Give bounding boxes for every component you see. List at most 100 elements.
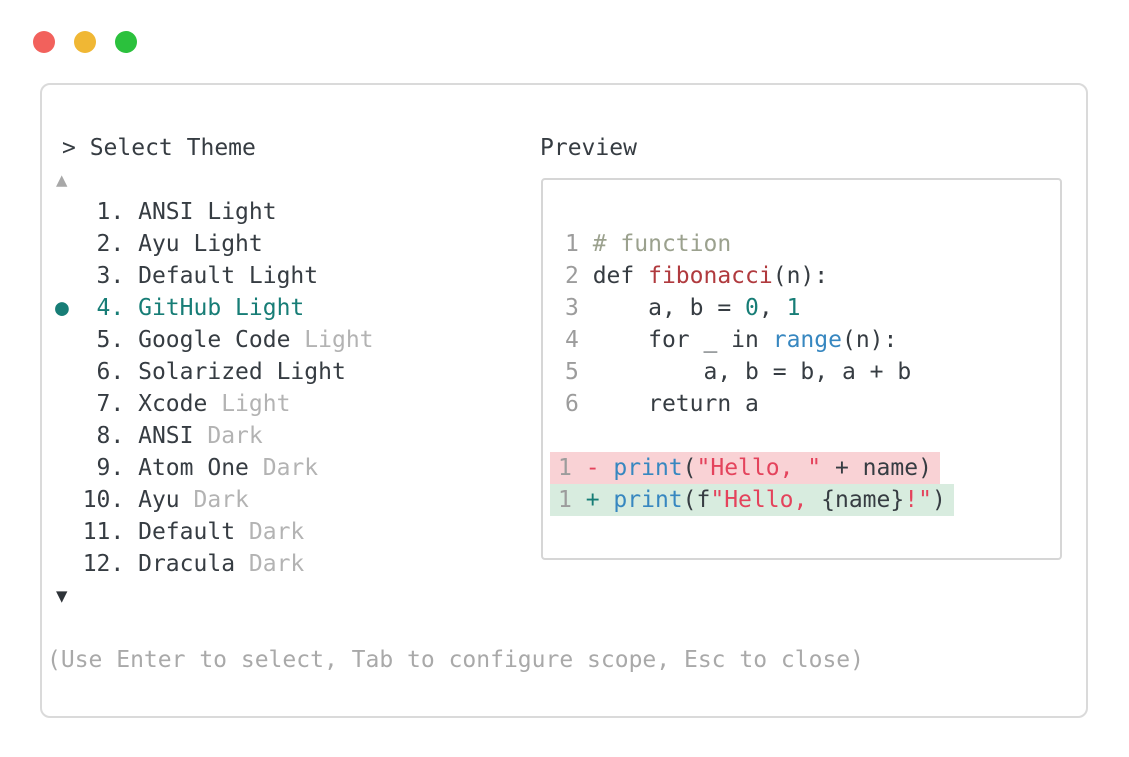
code-token: 0	[745, 295, 759, 321]
theme-name: Atom One	[138, 455, 249, 481]
code-token: + name)	[821, 455, 932, 481]
theme-number: 11.	[68, 519, 139, 545]
theme-item-ansi[interactable]: 8. ANSI Dark	[55, 420, 374, 452]
theme-suffix: Light	[207, 391, 291, 417]
window-controls	[33, 31, 137, 53]
scroll-up-icon[interactable]: ▲	[56, 169, 68, 191]
theme-item-ayu[interactable]: 10. Ayu Dark	[55, 484, 374, 516]
line-number: 2	[565, 263, 593, 289]
code-token: !"	[904, 487, 932, 513]
theme-number: 7.	[68, 391, 139, 417]
code-token: )	[931, 487, 946, 513]
theme-number: 4.	[68, 295, 139, 321]
select-theme-prompt: > Select Theme	[62, 135, 256, 161]
code-token: (f	[682, 487, 711, 513]
theme-name: Dracula	[138, 551, 236, 577]
code-line: 6 return a	[543, 388, 1060, 420]
theme-name: Default	[138, 519, 236, 545]
bullet-placeholder	[55, 199, 69, 225]
code-token: -	[585, 455, 614, 481]
code-token: return a	[592, 391, 759, 417]
theme-name: ANSI	[138, 423, 194, 449]
theme-suffix: Light	[290, 327, 374, 353]
zoom-button[interactable]	[115, 31, 137, 53]
theme-name: Ayu	[138, 487, 180, 513]
code-token: (n):	[772, 263, 829, 289]
theme-item-ansi-light[interactable]: 1. ANSI Light	[55, 196, 374, 228]
theme-name: GitHub Light	[138, 295, 305, 321]
line-number: 3	[565, 295, 593, 321]
code-token: for _ in	[592, 327, 773, 353]
bullet-placeholder	[55, 263, 69, 289]
bullet-placeholder	[55, 327, 69, 353]
code-line: 5 a, b = b, a + b	[543, 356, 1060, 388]
theme-suffix: Dark	[179, 487, 249, 513]
code-token: (n):	[841, 327, 898, 353]
bullet-placeholder	[55, 551, 69, 577]
code-token: ,	[758, 295, 787, 321]
theme-item-atom-one[interactable]: 9. Atom One Dark	[55, 452, 374, 484]
theme-list: 1. ANSI Light 2. Ayu Light 3. Default Li…	[55, 196, 374, 580]
bullet-placeholder	[55, 391, 69, 417]
bullet-placeholder	[55, 487, 69, 513]
line-number: 4	[565, 327, 593, 353]
theme-suffix: Dark	[235, 551, 305, 577]
theme-item-ayu-light[interactable]: 2. Ayu Light	[55, 228, 374, 260]
diff-highlight-added: 1 + print(f"Hello, {name}!")	[550, 484, 954, 516]
code-token: +	[585, 487, 614, 513]
minimize-button[interactable]	[74, 31, 96, 53]
theme-number: 8.	[68, 423, 139, 449]
theme-name: Google Code	[138, 327, 291, 353]
theme-name: Xcode	[138, 391, 208, 417]
code-line: 4 for _ in range(n):	[543, 324, 1060, 356]
bullet-placeholder	[55, 359, 69, 385]
theme-number: 12.	[68, 551, 139, 577]
theme-suffix: Dark	[248, 455, 319, 481]
code-token: 1	[786, 295, 801, 321]
code-token: print	[613, 487, 683, 513]
close-button[interactable]	[33, 31, 55, 53]
theme-suffix: Dark	[193, 423, 263, 449]
line-number: 1	[558, 487, 586, 513]
theme-number: 3.	[68, 263, 139, 289]
line-number: 6	[565, 391, 593, 417]
code-line: 1 # function	[543, 228, 1060, 260]
theme-name: Ayu Light	[138, 231, 263, 257]
theme-suffix: Dark	[235, 519, 305, 545]
scroll-down-icon[interactable]: ▼	[56, 585, 68, 607]
code-line: 2 def fibonacci(n):	[543, 260, 1060, 292]
code-token: # function	[592, 231, 732, 257]
theme-item-solarized-light[interactable]: 6. Solarized Light	[55, 356, 374, 388]
keyboard-hint: (Use Enter to select, Tab to configure s…	[47, 647, 864, 673]
code-token: fibonacci	[648, 263, 773, 289]
line-number: 1	[558, 455, 586, 481]
code-token: (	[682, 455, 697, 481]
bullet-placeholder	[55, 455, 69, 481]
theme-item-github-light[interactable]: ● 4. GitHub Light	[55, 292, 374, 324]
bullet-placeholder	[55, 231, 69, 257]
theme-item-xcode[interactable]: 7. Xcode Light	[55, 388, 374, 420]
theme-name: Solarized Light	[138, 359, 346, 385]
theme-number: 9.	[68, 455, 139, 481]
theme-item-default-light[interactable]: 3. Default Light	[55, 260, 374, 292]
diff-line-removed: 1 - print("Hello, " + name)	[543, 452, 1060, 484]
code-token: a, b = b, a + b	[592, 359, 912, 385]
theme-item-default[interactable]: 11. Default Dark	[55, 516, 374, 548]
theme-name: ANSI Light	[138, 199, 277, 225]
theme-number: 10.	[68, 487, 139, 513]
bullet-placeholder	[55, 423, 69, 449]
theme-name: Default Light	[138, 263, 319, 289]
theme-item-dracula[interactable]: 12. Dracula Dark	[55, 548, 374, 580]
code-token: "Hello,	[710, 487, 822, 513]
preview-title: Preview	[540, 135, 637, 161]
code-token: def	[592, 263, 649, 289]
code-token: a, b =	[592, 295, 746, 321]
code-token: {name}	[821, 487, 905, 513]
theme-selector-dialog: > Select Theme Preview ▲ 1. ANSI Light 2…	[40, 83, 1088, 718]
line-number: 1	[565, 231, 593, 257]
selected-bullet-icon: ●	[55, 295, 69, 321]
theme-item-google-code[interactable]: 5. Google Code Light	[55, 324, 374, 356]
